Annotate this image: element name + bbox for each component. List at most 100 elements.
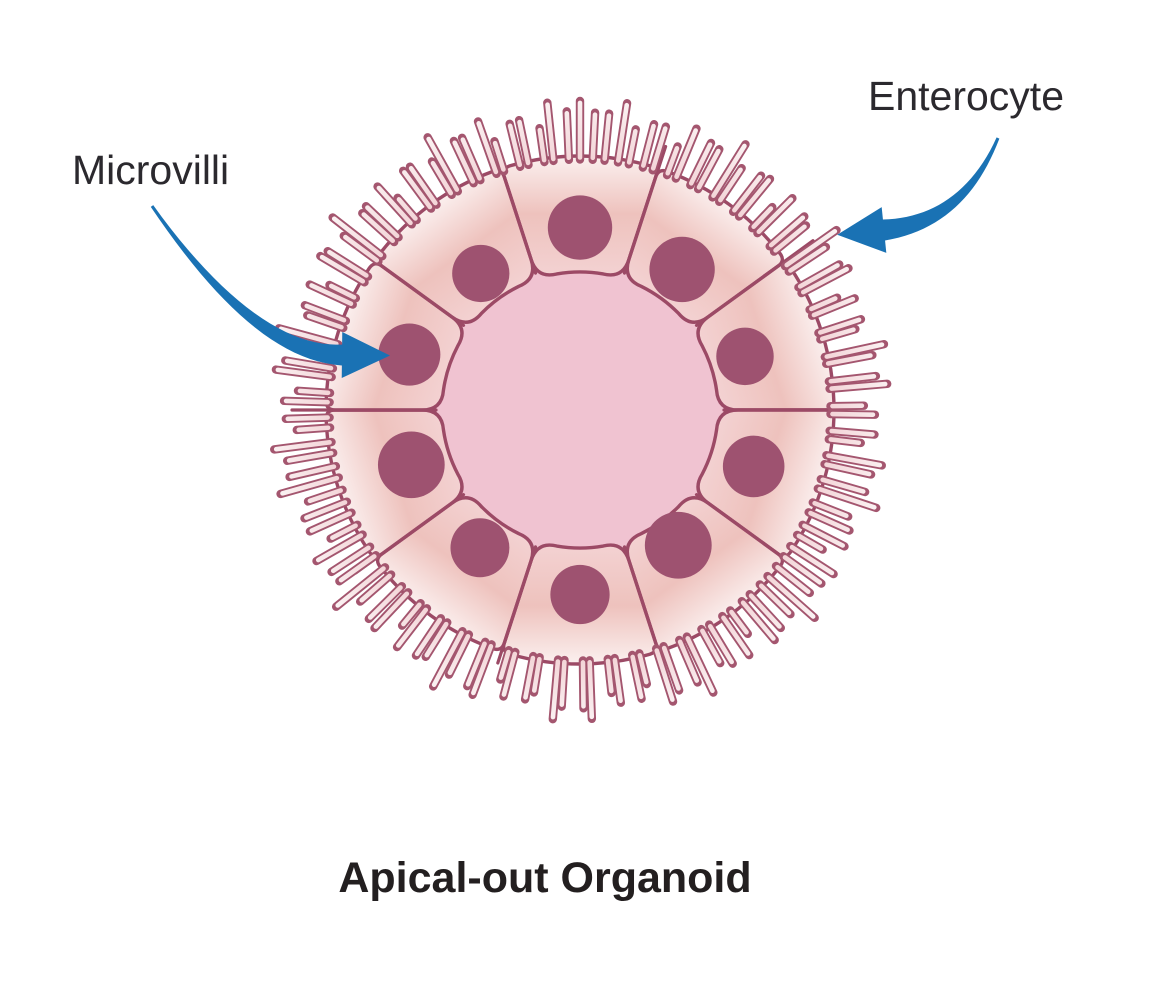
microvillus-inner — [395, 607, 429, 648]
cell-nucleus — [547, 195, 613, 260]
microvillus-inner — [476, 121, 499, 175]
microvillus-inner — [751, 206, 774, 230]
microvillus-inner — [289, 464, 337, 479]
cell-boundary-line — [694, 239, 815, 327]
microvillus-inner — [661, 645, 681, 691]
microvillus-inner — [784, 228, 838, 268]
diagram-title: Apical-out Organoid — [338, 854, 752, 902]
microvillus-inner — [809, 296, 838, 312]
cell-boundary-line — [496, 155, 538, 275]
microvillus-inner — [828, 437, 862, 446]
microvillus-inner — [677, 639, 700, 683]
microvillus-inner — [537, 127, 547, 163]
cell-nucleus — [644, 511, 712, 579]
cell-nucleus — [378, 323, 441, 386]
nuclei — [377, 195, 785, 625]
microvillus-inner — [808, 510, 850, 532]
microvillus-inner — [819, 327, 856, 342]
microvillus-inner — [283, 398, 330, 405]
microvillus-inner — [587, 660, 595, 720]
microvillus-inner — [465, 641, 487, 687]
cell-boundary-line — [622, 144, 668, 275]
cell-boundary-line — [496, 545, 538, 665]
microvillus-inner — [605, 658, 614, 694]
microvilli-inner-fill — [273, 100, 888, 720]
microvillus-inner — [373, 591, 410, 629]
microvillus-inner — [711, 143, 747, 198]
microvilli-label: Microvilli — [72, 147, 230, 193]
microvillus-inner — [304, 500, 348, 520]
microvillus-inner — [365, 205, 400, 239]
microvillus-inner — [278, 326, 339, 347]
microvillus-inner — [531, 656, 542, 693]
microvillus-inner — [615, 102, 630, 163]
microvillus-inner — [602, 113, 612, 162]
cell-nucleus — [722, 435, 785, 498]
microvillus-inner — [309, 283, 354, 307]
microvillus-inner — [700, 628, 722, 664]
microvillus-inner — [766, 575, 816, 619]
microvillus-inner — [330, 523, 358, 540]
microvillus-inner — [275, 367, 333, 380]
microvillus-inner — [650, 126, 668, 171]
microvillus-inner — [550, 659, 561, 720]
microvillus-inner — [327, 249, 369, 278]
microvillus-inner — [829, 428, 875, 437]
microvillus-inner — [729, 609, 749, 635]
microvillus-inner — [788, 245, 827, 273]
microvillus-inner — [306, 313, 344, 330]
microvillus-inner — [307, 488, 343, 504]
microvillus-inner — [812, 500, 849, 519]
microvillus-inner — [408, 166, 438, 206]
microvillus-inner — [367, 585, 403, 620]
microvillus-inner — [707, 624, 734, 665]
microvillus-inner — [721, 615, 751, 656]
microvillus-inner — [637, 653, 649, 685]
cell-nucleus — [450, 518, 510, 578]
microvillus-inner — [825, 353, 873, 366]
microvillus-inner — [426, 136, 460, 192]
microvillus-inner — [756, 197, 794, 235]
enterocyte-arrow — [837, 137, 1000, 253]
microvillus-inner — [285, 415, 330, 422]
microvillus-inner — [654, 648, 675, 702]
microvillus-inner — [431, 630, 464, 687]
microvillus-inner — [402, 170, 433, 210]
microvillus-inner — [782, 555, 823, 585]
microvillus-inner — [359, 573, 392, 603]
microvillus-inner — [315, 533, 364, 563]
cell-nucleus — [550, 564, 610, 625]
microvillus-inner — [696, 148, 721, 190]
microvillus-inner — [685, 636, 715, 694]
microvillus-inner — [296, 425, 331, 433]
microvillus-inner — [328, 283, 357, 300]
microvillus-inner — [280, 475, 340, 496]
microvillus-inner — [824, 462, 872, 477]
microvillus-inner — [273, 439, 332, 452]
microvillus-inner — [396, 197, 418, 221]
cell-boundary-line — [363, 252, 466, 327]
microvillus-inner — [828, 373, 877, 384]
microvillus-inner — [817, 317, 862, 335]
microvillus-inner — [826, 453, 883, 468]
microvillus-inner — [559, 659, 567, 707]
microvillus-inner — [447, 633, 471, 676]
microvillus-inner — [304, 303, 347, 323]
microvillus-inner — [338, 554, 377, 583]
microvillus-inner — [492, 140, 506, 172]
microvillus-inner — [811, 296, 856, 318]
microvillus-inner — [319, 254, 366, 284]
microvillus-inner — [665, 146, 680, 176]
microvillus-inner — [626, 129, 638, 165]
microvillus-inner — [830, 411, 876, 417]
microvillus-inner — [498, 649, 511, 680]
microvillus-inner — [641, 123, 656, 168]
microvillus-inner — [630, 654, 644, 700]
microvillus-inner — [430, 160, 454, 196]
lumen — [415, 245, 745, 575]
microvillus-inner — [732, 174, 763, 213]
enterocyte-label: Enterocyte — [868, 73, 1064, 119]
microvillus-inner — [718, 167, 743, 203]
microvillus-inner — [401, 602, 422, 627]
